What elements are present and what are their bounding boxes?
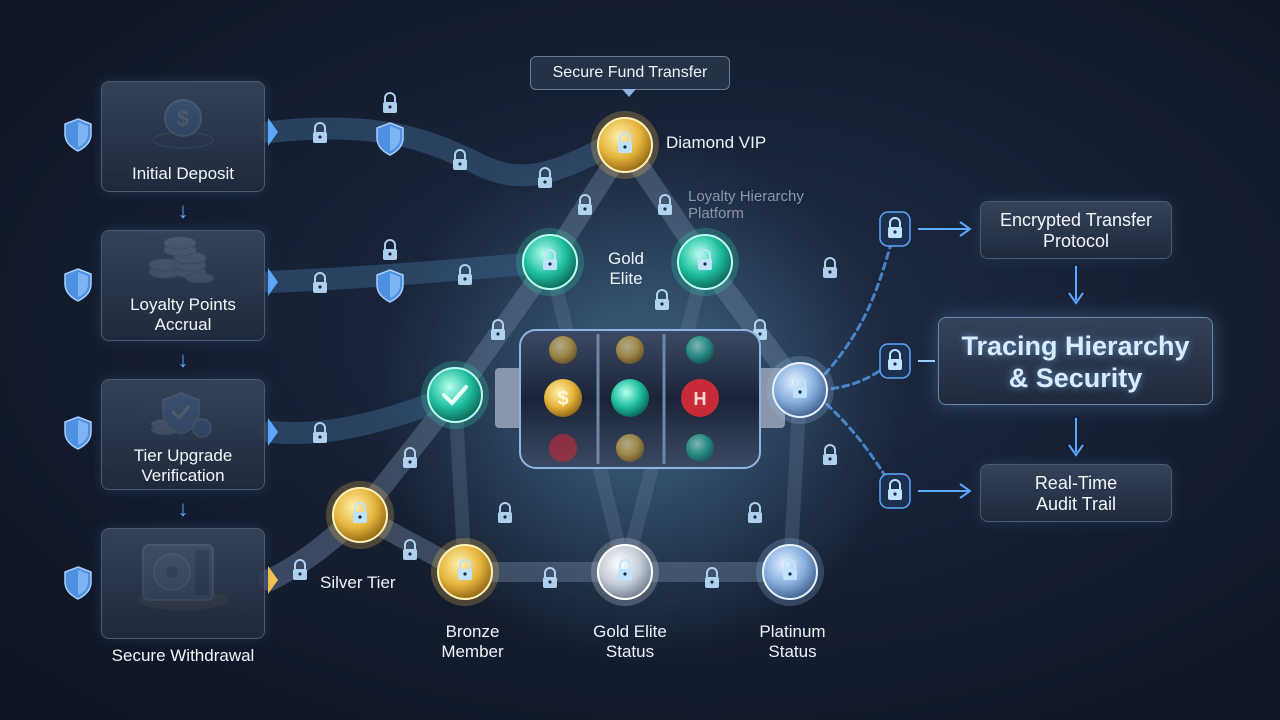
left-entry-arrows xyxy=(268,118,278,594)
box-label: Real-Time Audit Trail xyxy=(1034,473,1118,514)
step-tier-upgrade-verification[interactable]: Tier Upgrade Verification xyxy=(101,379,265,490)
label-gold-elite: Gold Elite xyxy=(608,249,644,288)
svg-text:$: $ xyxy=(557,388,568,410)
node-platinum-hub xyxy=(766,356,834,424)
label-silver-tier: Silver Tier xyxy=(320,573,396,592)
arrow-down-icon: ↓ xyxy=(177,347,189,372)
callout-secure-fund-transfer: Secure Fund Transfer xyxy=(530,56,730,90)
step-secure-withdrawal[interactable]: Secure Withdrawal xyxy=(101,528,265,665)
main-title: Tracing Hierarchy & Security xyxy=(961,331,1190,393)
box-real-time-audit-trail[interactable]: Real-Time Audit Trail xyxy=(980,464,1172,522)
node-silver-tier xyxy=(326,481,394,549)
node-diamond-vip xyxy=(591,111,659,179)
arrow-down-icon: ↓ xyxy=(177,198,189,223)
node-verification xyxy=(421,361,489,429)
step-label: Loyalty Points Accrual xyxy=(130,295,236,334)
step-label: Secure Withdrawal xyxy=(111,646,255,665)
box-encrypted-transfer-protocol[interactable]: Encrypted Transfer Protocol xyxy=(980,201,1172,259)
svg-text:H: H xyxy=(694,389,707,409)
callout-pointer xyxy=(622,89,636,97)
node-platinum-status xyxy=(756,538,824,606)
node-gold-elite-right xyxy=(671,228,739,296)
slot-reel-icon: $ H xyxy=(495,329,785,469)
label-gold-elite-status: Gold Elite Status xyxy=(593,622,667,661)
label-bronze-member: Bronze Member xyxy=(441,622,504,661)
node-bronze-member xyxy=(431,538,499,606)
arrow-down-icon: ↓ xyxy=(177,496,189,521)
ribbon-shield-icons xyxy=(376,122,404,303)
right-flow xyxy=(879,211,1084,509)
box-tracing-hierarchy-security[interactable]: Tracing Hierarchy & Security xyxy=(938,317,1213,405)
label-diamond-vip: Diamond VIP xyxy=(666,133,767,152)
label-loyalty-hierarchy-platform: Loyalty Hierarchy Platform xyxy=(688,188,804,222)
step-initial-deposit[interactable]: Initial Deposit xyxy=(101,81,265,192)
step-label: Initial Deposit xyxy=(131,164,235,183)
step-loyalty-points-accrual[interactable]: Loyalty Points Accrual xyxy=(101,230,265,341)
node-gold-elite-left xyxy=(516,228,584,296)
label-platinum-status: Platinum Status xyxy=(759,622,826,661)
left-shield-icons xyxy=(64,118,92,600)
box-label: Encrypted Transfer Protocol xyxy=(999,210,1153,251)
step-label: Tier Upgrade Verification xyxy=(133,446,233,485)
node-gold-elite-status xyxy=(591,538,659,606)
